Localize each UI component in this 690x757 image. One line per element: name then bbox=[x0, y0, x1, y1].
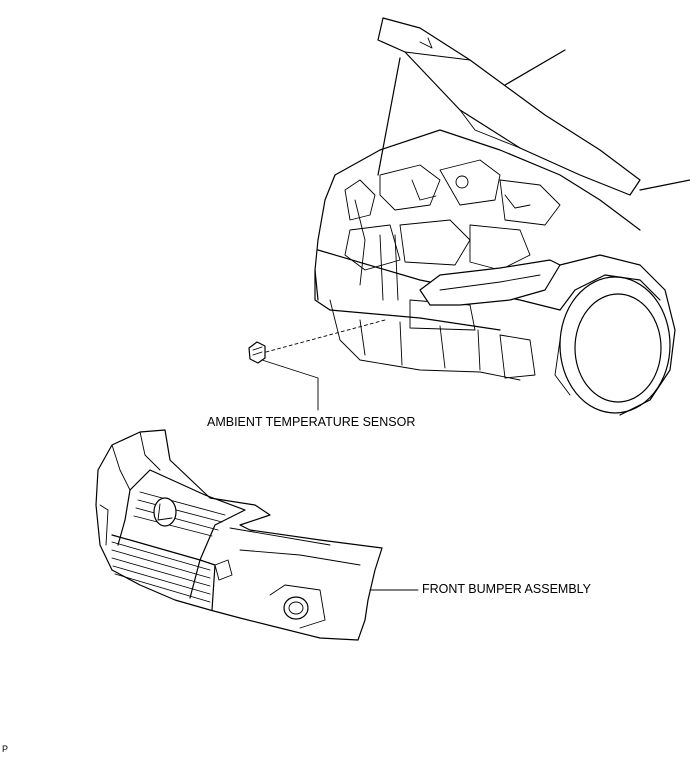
ambient-temperature-sensor-part bbox=[248, 319, 386, 364]
ambient-sensor-leader-line bbox=[261, 359, 319, 411]
front-bumper-label: FRONT BUMPER ASSEMBLY bbox=[422, 582, 592, 596]
front-bumper-illustration bbox=[95, 429, 383, 641]
ambient-sensor-label: AMBIENT TEMPERATURE SENSOR bbox=[207, 415, 415, 429]
vehicle-front-illustration bbox=[314, 17, 690, 416]
corner-mark: P bbox=[2, 744, 9, 754]
